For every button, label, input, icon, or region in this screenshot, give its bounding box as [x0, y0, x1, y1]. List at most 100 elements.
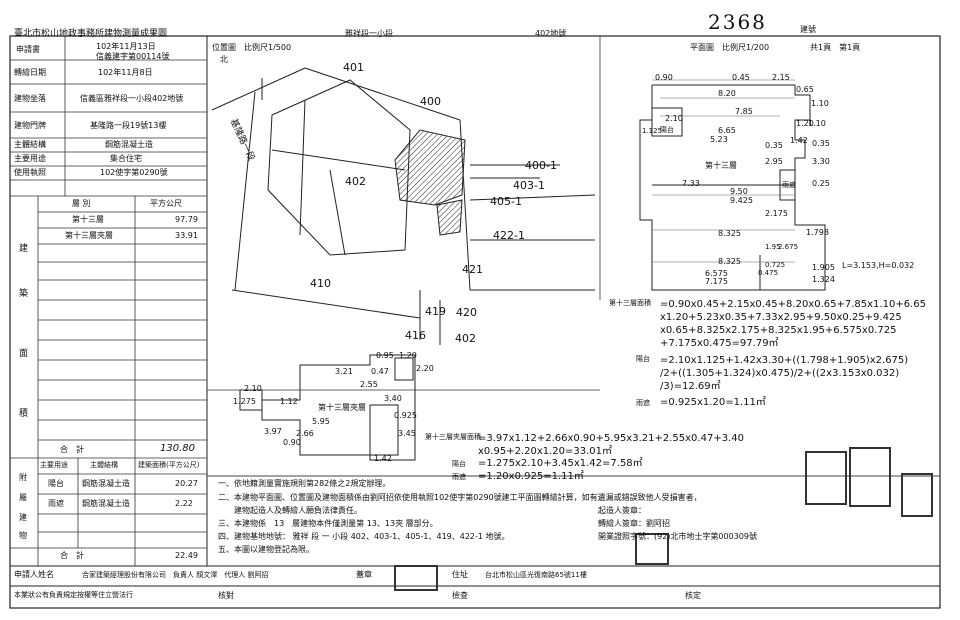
dim-label: 0.35 [812, 139, 830, 148]
row-label: 建物坐落 [14, 94, 46, 103]
formula-balcony: =2.10x1.125+1.42x3.30+((1.798+1.905)x2.6… [660, 355, 909, 392]
building-number-suffix: 建號 [800, 25, 816, 34]
floor-name: 第十三層 [72, 215, 104, 224]
floor-name: 第十三層夾層 [65, 231, 113, 240]
note-line: 四、建物基地地號： 雅祥 段 一 小段 402、403-1、405-1、419、… [218, 532, 510, 541]
mezz-balcony-outline [239, 389, 263, 411]
mezz-dim: 0.95 [376, 351, 394, 360]
note-line: 五、本圖以建物登記為限。 [218, 545, 314, 554]
dim-label: 0.65 [796, 85, 814, 94]
floor-plan-title: 平面圖 比例尺1/200 [690, 43, 770, 52]
dim-label: 2.10 [665, 114, 683, 123]
dim-label: 2.175 [765, 209, 788, 218]
canopy-label: 雨遮 [782, 181, 796, 189]
site-plan-drawing [211, 67, 596, 345]
lot-label: 419 [425, 305, 446, 318]
formula-label: 陽台 [636, 355, 650, 363]
lot-label: 416 [405, 329, 426, 342]
dim-label: 8.325 [718, 257, 741, 266]
mezz-dim: 3.97 [264, 427, 282, 436]
annex-area: 20.27 [175, 479, 198, 488]
annex-side-char: 附 [19, 473, 27, 482]
note-line: 一、依地籍測量實施規則第282條之2規定辦理。 [218, 479, 391, 488]
dim-label: 1.20 [796, 119, 814, 128]
dimension-lines [652, 79, 795, 263]
dim-label: 6.65 [718, 126, 736, 135]
annex-area: 2.22 [175, 499, 193, 508]
hatched-unit [394, 129, 466, 236]
building-line [329, 169, 346, 256]
row-value: 102年11月13日 信義建字第00114號 [96, 42, 170, 61]
stamp-group [394, 447, 933, 591]
total-value: 130.80 [160, 443, 195, 454]
building-number: 2368 [708, 10, 767, 34]
note-line: 建物起造人及轉繪人願負法律責任。 [218, 506, 362, 515]
lot-label: 422-1 [493, 229, 525, 242]
total-label: 合 計 [60, 445, 84, 454]
dim-label: 2.15 [772, 73, 790, 82]
mezz-dim: 2.10 [244, 384, 262, 393]
applicant-label: 申請人姓名 [14, 570, 54, 579]
formula-label: 第十三層面積 [609, 299, 651, 307]
lot-label: 405-1 [490, 195, 522, 208]
annex-use: 陽台 [48, 479, 64, 488]
stamp [394, 565, 438, 591]
lot-label: 410 [310, 277, 331, 290]
balcony-label: 陽台 [660, 126, 674, 134]
site-plan-title: 位置圖 比例尺1/500 [212, 43, 292, 52]
parcel-line [234, 91, 256, 291]
mezz-dim: 3.21 [335, 367, 353, 376]
dim-label: 2.95 [765, 157, 783, 166]
dim-label: 7.175 [705, 277, 728, 286]
dim-label: 9.50 [730, 187, 748, 196]
check-label: 核對 [218, 591, 234, 600]
side-char: 積 [19, 409, 29, 419]
dim-label: 1.10 [811, 99, 829, 108]
lot-number: 402地號 [535, 29, 567, 38]
address-label: 住址 [452, 570, 468, 579]
floor-area: 33.91 [175, 231, 198, 240]
section-name: 雅祥段一小段 [345, 29, 393, 38]
dim-label: 0.475 [758, 269, 779, 277]
building-line [271, 149, 406, 171]
annex-total-value: 22.49 [175, 551, 198, 560]
formula-13f: =0.90x0.45+2.15x0.45+8.20x0.65+7.85x1.10… [660, 299, 926, 349]
stamp [805, 451, 847, 505]
left-table-grid [10, 36, 207, 566]
building-footprint [267, 79, 411, 256]
dim-label: 1.125 [642, 127, 663, 135]
building-line [299, 99, 306, 236]
annex-header: 主體結構 [90, 461, 118, 469]
side-char: 面 [19, 349, 29, 359]
annex-side-char: 屬 [19, 493, 27, 502]
check-label: 檢查 [452, 591, 468, 600]
mezz-balcony-outline [369, 404, 399, 456]
dim-label: 0.35 [765, 141, 783, 150]
lot-label: 400-1 [525, 159, 557, 172]
formula-mezz: =3.97x1.12+2.66x0.90+5.95x3.21+2.55x0.47… [478, 433, 744, 457]
dim-label: 6.575 [705, 269, 728, 278]
annex-struct: 鋼筋混凝土造 [82, 479, 130, 488]
dim-label: 1.95 [765, 243, 781, 251]
page-count: 共1頁 第1頁 [810, 43, 861, 52]
row-value: 102使字第0290號 [100, 168, 168, 177]
area-col-header: 平方公尺 [150, 199, 182, 208]
lot-label: 401 [343, 61, 364, 74]
dim-label: 1.42 [790, 136, 808, 145]
dim-label: 1.798 [806, 228, 829, 237]
parcel-line [211, 67, 306, 111]
lot-label: 400 [420, 95, 441, 108]
balcony-outline [651, 107, 683, 137]
dim-label: 1.10 [808, 119, 826, 128]
annex-side-char: 物 [19, 531, 27, 540]
dim-label: 9.425 [730, 196, 753, 205]
mezz-dim: 2.55 [360, 380, 378, 389]
mezzanine-plan [239, 354, 416, 461]
row-label: 使用執照 [14, 168, 46, 177]
cert-field: 開業證照字號：(92)北市地士字第000309號 [598, 532, 757, 541]
annex-struct: 鋼筋混凝土造 [82, 499, 130, 508]
address-value: 台北市松山區光復南路65號11樓 [485, 571, 587, 579]
mezz-dim: 5.95 [312, 417, 330, 426]
row-value: 基隆路一段19號13樓 [90, 121, 167, 130]
mezz-dim: 1.20 [399, 351, 417, 360]
